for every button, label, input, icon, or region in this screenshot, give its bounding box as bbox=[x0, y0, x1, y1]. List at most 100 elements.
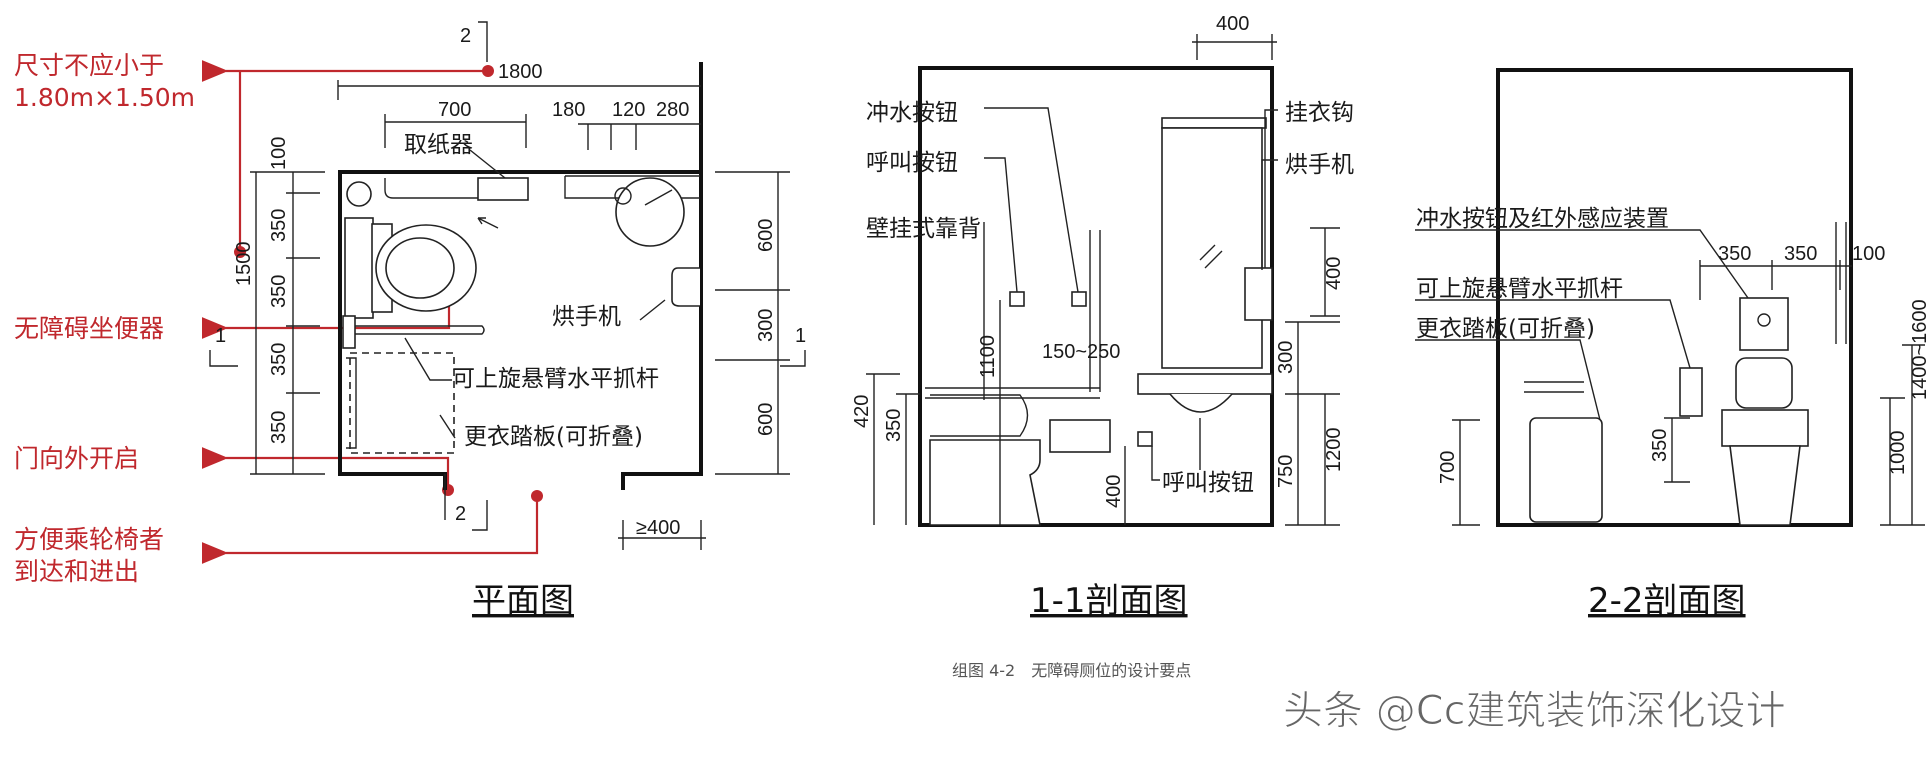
dim-100: 100 bbox=[268, 137, 290, 170]
leader-access bbox=[201, 496, 539, 564]
toilet-seat bbox=[1721, 409, 1809, 447]
sink-counter bbox=[1137, 373, 1273, 395]
flush-button bbox=[1071, 291, 1087, 307]
mirror-glint bbox=[1199, 244, 1223, 269]
label-backrest: 壁挂式靠背 bbox=[866, 216, 981, 242]
section-2-2-leaders bbox=[1415, 229, 1749, 421]
dim-420: 420 bbox=[851, 395, 873, 428]
mirror-light bbox=[1161, 117, 1267, 129]
wall-grab-bar bbox=[1524, 381, 1584, 393]
section-2-2-title: 2-2剖面图 bbox=[1588, 581, 1746, 621]
plan-title: 平面图 bbox=[472, 581, 574, 621]
annotations: 尺寸不应小于 1.80m×1.50m 无障碍坐便器 门向外开启 方便乘轮椅者 到… bbox=[14, 51, 543, 586]
label-flush-sensor: 冲水按钮及红外感应装置 bbox=[1416, 206, 1669, 232]
board-hinge bbox=[346, 357, 357, 449]
dim-350b: 350 bbox=[1784, 243, 1817, 265]
leader-door bbox=[201, 447, 450, 490]
section-mark-1-left: 1 bbox=[215, 325, 226, 347]
folding-board-side bbox=[1049, 419, 1111, 453]
dim-300: 300 bbox=[1275, 341, 1297, 374]
label-grab-bar: 可上旋悬臂水平抓杆 bbox=[452, 366, 659, 392]
annotation-size-line1: 尺寸不应小于 bbox=[14, 51, 164, 80]
label-hand-dryer: 烘手机 bbox=[1285, 152, 1354, 178]
section-2-2: 350 350 100 700 350 1000 1400~1600 冲水按钮及… bbox=[1415, 68, 1928, 621]
dim-350: 350 bbox=[1649, 429, 1671, 462]
dim-400-right: 400 bbox=[1323, 257, 1345, 290]
paper-holder bbox=[1679, 367, 1703, 417]
section-1-1-dim-lines bbox=[866, 227, 1340, 526]
section-2-2-dim-lines bbox=[1452, 260, 1925, 526]
section-1-1-leaders bbox=[983, 107, 1278, 481]
label-hand-dryer: 烘手机 bbox=[552, 304, 621, 330]
sink-basin bbox=[615, 177, 685, 247]
wall-grab-bar bbox=[384, 178, 526, 199]
call-button bbox=[1009, 291, 1025, 307]
folding-board bbox=[1529, 417, 1603, 523]
paper-roll bbox=[346, 181, 372, 207]
dim-350: 350 bbox=[268, 275, 290, 308]
dim-top-lines bbox=[1192, 34, 1277, 60]
plan-dim-lines-top bbox=[337, 80, 701, 150]
section-1-1: 400 1100 150~250 420 350 400 400 300 120… bbox=[851, 13, 1354, 621]
annotation-door: 门向外开启 bbox=[14, 444, 139, 473]
vertical-grab-bar bbox=[1089, 230, 1101, 392]
dim-100: 100 bbox=[1852, 243, 1885, 265]
annotation-access-line2: 到达和进出 bbox=[14, 557, 139, 586]
label-grab-bar: 可上旋悬臂水平抓杆 bbox=[1416, 276, 1623, 302]
dim-700: 700 bbox=[1437, 451, 1459, 484]
plan-walls bbox=[338, 170, 703, 490]
dim-1400-1600: 1400~1600 bbox=[1909, 299, 1928, 400]
section-2-2-frame bbox=[1496, 68, 1853, 527]
dim-1000: 1000 bbox=[1887, 431, 1909, 476]
dim-600: 600 bbox=[755, 219, 777, 252]
dim-180: 180 bbox=[552, 99, 585, 121]
dim-300: 300 bbox=[755, 309, 777, 342]
section-mark-2-top: 2 bbox=[460, 25, 471, 47]
sink-basin bbox=[1169, 393, 1233, 413]
swing-up-grab-bar bbox=[930, 394, 1029, 437]
section-bracket bbox=[478, 21, 488, 62]
label-coat-hook: 挂衣钩 bbox=[1285, 100, 1354, 126]
flush-sensor bbox=[1739, 297, 1789, 351]
dim-1800: 1800 bbox=[498, 61, 543, 83]
label-folding-board: 更衣踏板(可折叠) bbox=[464, 424, 643, 450]
label-call-button-low: 呼叫按钮 bbox=[1162, 470, 1254, 496]
section-mark-1-right: 1 bbox=[795, 325, 806, 347]
plan-dim-lines-right bbox=[715, 171, 790, 475]
dim-750: 750 bbox=[1275, 455, 1297, 488]
dim-280: 280 bbox=[656, 99, 689, 121]
paper-dispenser bbox=[477, 177, 529, 201]
swing-grab-bar bbox=[355, 325, 485, 335]
annotation-size-line2: 1.80m×1.50m bbox=[14, 83, 195, 112]
toilet-side bbox=[929, 439, 1041, 526]
leader-dot bbox=[234, 246, 246, 258]
dim-350: 350 bbox=[268, 343, 290, 376]
toilet-tank bbox=[344, 217, 374, 319]
dim-600: 600 bbox=[755, 403, 777, 436]
dim-350a: 350 bbox=[1718, 243, 1751, 265]
grab-bar-mount bbox=[342, 315, 356, 349]
label-flush-button: 冲水按钮 bbox=[866, 100, 958, 126]
folding-board-outline bbox=[349, 352, 455, 454]
dim-120: 120 bbox=[612, 99, 645, 121]
label-call-button: 呼叫按钮 bbox=[866, 150, 958, 176]
dim-700: 700 bbox=[438, 99, 471, 121]
plan-view: 1800 700 180 120 280 100 350 350 350 350… bbox=[209, 21, 806, 621]
leader-dot bbox=[531, 490, 543, 502]
dim-door-400: ≥400 bbox=[636, 517, 680, 539]
hand-dryer bbox=[1244, 267, 1273, 321]
hand-dryer-plan bbox=[671, 267, 700, 307]
dim-top-400: 400 bbox=[1216, 13, 1249, 35]
toilet-backrest bbox=[1735, 357, 1793, 409]
section-mark-2-bottom: 2 bbox=[455, 503, 466, 525]
leader-dot bbox=[482, 65, 494, 77]
leaders-plan bbox=[404, 337, 456, 439]
sink-drain bbox=[614, 187, 632, 205]
dim-400: 400 bbox=[1103, 475, 1125, 508]
label-folding-board: 更衣踏板(可折叠) bbox=[1416, 316, 1595, 342]
toilet-seat-inner bbox=[385, 237, 455, 299]
dim-1200: 1200 bbox=[1323, 428, 1345, 473]
dim-350: 350 bbox=[268, 411, 290, 444]
dim-350: 350 bbox=[268, 209, 290, 242]
watermark: 头条 @Cc建筑装饰深化设计 bbox=[1283, 688, 1786, 734]
